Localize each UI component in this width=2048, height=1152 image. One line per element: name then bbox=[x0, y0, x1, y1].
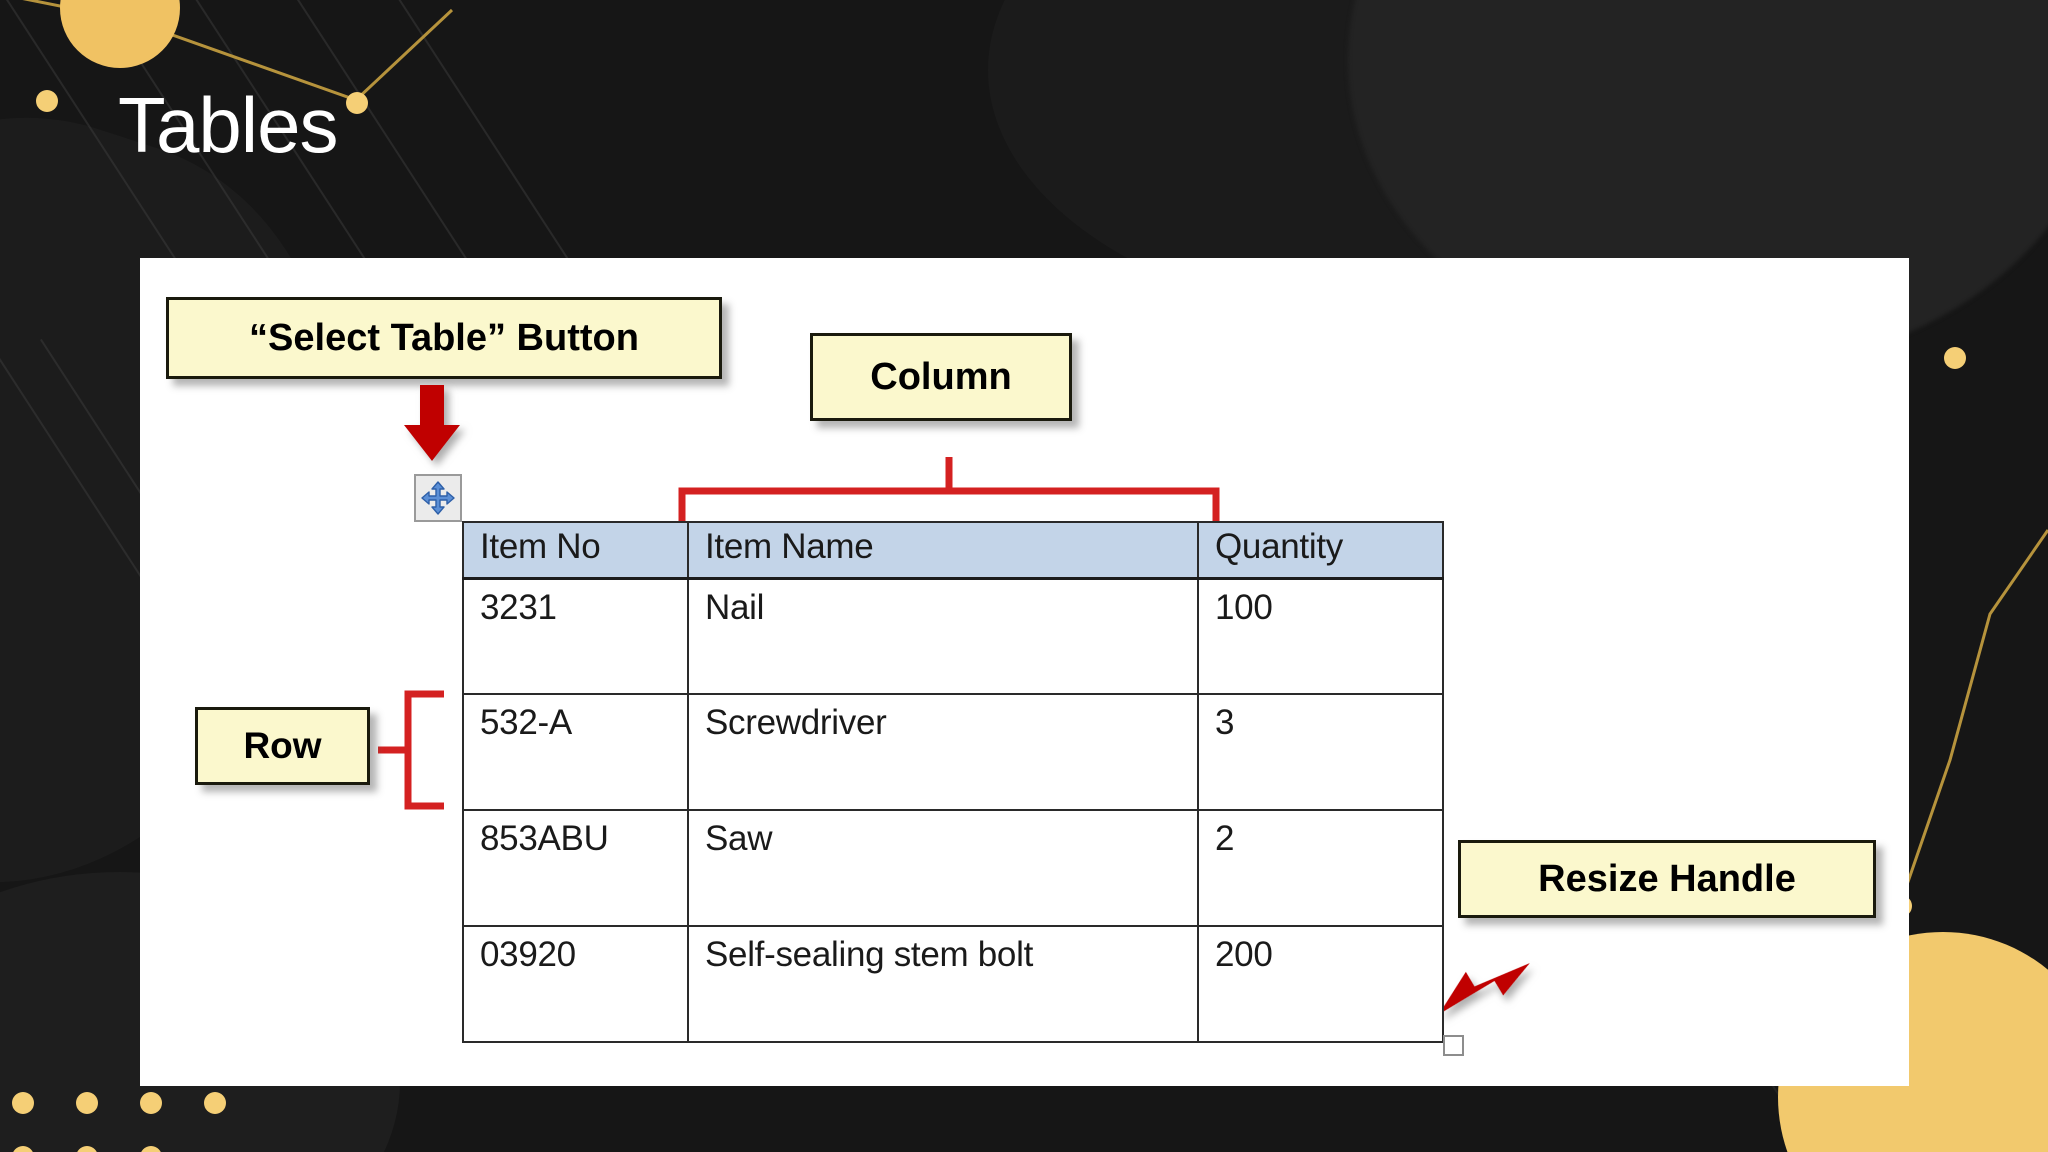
decorative-gold-circle bbox=[60, 0, 180, 68]
cell-item-name[interactable]: Saw bbox=[687, 809, 1199, 927]
callout-row-label: Row bbox=[243, 725, 322, 766]
cell-item-no[interactable]: 853ABU bbox=[462, 809, 689, 927]
callout-column: Column bbox=[810, 333, 1072, 421]
decorative-gold-dot bbox=[140, 1146, 162, 1152]
cell-item-name[interactable]: Nail bbox=[687, 577, 1199, 695]
callout-select-table-label: “Select Table” Button bbox=[249, 316, 639, 359]
callout-row: Row bbox=[195, 707, 370, 785]
page-title: Tables bbox=[118, 81, 338, 169]
column-header-quantity[interactable]: Quantity bbox=[1197, 521, 1444, 580]
decorative-gold-dot bbox=[12, 1092, 34, 1114]
column-header-item-no[interactable]: Item No bbox=[462, 521, 689, 580]
red-arrow-down-icon bbox=[404, 385, 460, 461]
cell-item-name[interactable]: Self-sealing stem bolt bbox=[687, 925, 1199, 1043]
table-header: Item No Item Name Quantity bbox=[462, 521, 1444, 580]
cell-item-no[interactable]: 3231 bbox=[462, 577, 689, 695]
decorative-gold-dot bbox=[76, 1146, 98, 1152]
red-arrow-diagonal-icon bbox=[1438, 963, 1530, 1015]
row-bracket bbox=[378, 690, 444, 810]
cell-item-no[interactable]: 03920 bbox=[462, 925, 689, 1043]
table-row[interactable]: 532-A Screwdriver 3 bbox=[462, 693, 1444, 811]
column-header-item-name[interactable]: Item Name bbox=[687, 521, 1199, 580]
cell-quantity[interactable]: 2 bbox=[1197, 809, 1444, 927]
callout-resize-handle-label: Resize Handle bbox=[1538, 857, 1796, 900]
callout-select-table-button: “Select Table” Button bbox=[166, 297, 722, 379]
table-row[interactable]: 3231 Nail 100 bbox=[462, 577, 1444, 695]
select-table-button[interactable] bbox=[414, 474, 462, 522]
table-row[interactable]: 03920 Self-sealing stem bolt 200 bbox=[462, 925, 1444, 1043]
cell-quantity[interactable]: 100 bbox=[1197, 577, 1444, 695]
table-row[interactable]: 853ABU Saw 2 bbox=[462, 809, 1444, 927]
callout-column-label: Column bbox=[870, 355, 1012, 398]
cell-item-name[interactable]: Screwdriver bbox=[687, 693, 1199, 811]
move-cross-icon bbox=[421, 481, 455, 515]
decorative-gold-dot bbox=[204, 1092, 226, 1114]
decorative-gold-dot bbox=[12, 1146, 34, 1152]
cell-quantity[interactable]: 200 bbox=[1197, 925, 1444, 1043]
resize-square-icon[interactable] bbox=[1443, 1035, 1464, 1056]
cell-item-no[interactable]: 532-A bbox=[462, 693, 689, 811]
decorative-gold-dot bbox=[36, 90, 58, 112]
word-table[interactable]: Item No Item Name Quantity 3231 Nail 100… bbox=[462, 521, 1444, 1043]
column-bracket bbox=[678, 457, 1220, 529]
cell-quantity[interactable]: 3 bbox=[1197, 693, 1444, 811]
decorative-gold-dot bbox=[1944, 347, 1966, 369]
decorative-gold-dot bbox=[346, 92, 368, 114]
decorative-gold-dot bbox=[76, 1092, 98, 1114]
table-header-row: Item No Item Name Quantity bbox=[462, 521, 1444, 580]
decorative-gold-dot bbox=[140, 1092, 162, 1114]
table-body: 3231 Nail 100 532-A Screwdriver 3 853ABU… bbox=[462, 577, 1444, 1043]
callout-resize-handle: Resize Handle bbox=[1458, 840, 1876, 918]
